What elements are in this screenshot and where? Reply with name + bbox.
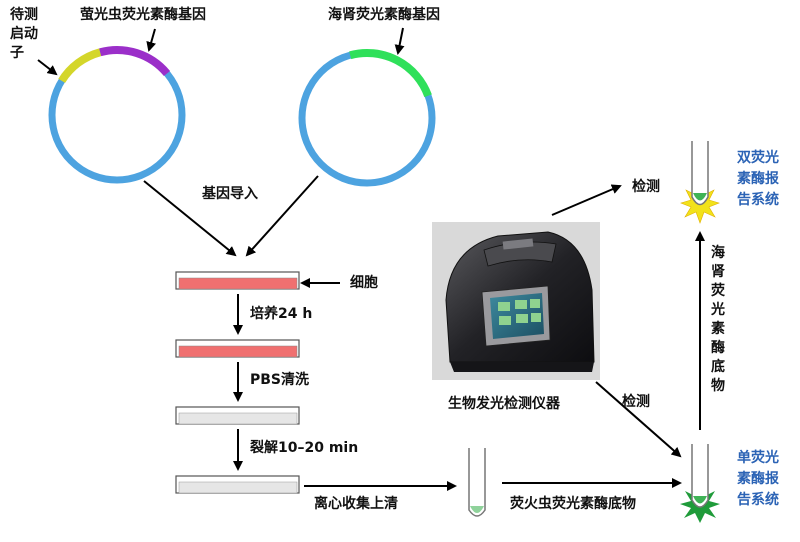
renilla-gene-label: 海肾荧光素酶基因: [328, 7, 440, 23]
wash-label: PBS清洗: [250, 372, 310, 388]
detect-dual-label: 检测: [632, 179, 660, 195]
renilla-gene-segment: [349, 49, 432, 98]
luminometer-instrument: [432, 222, 600, 380]
firefly-gene-segment: [99, 46, 171, 77]
pointer-renilla-gene: [394, 27, 405, 55]
centrifuge-label: 离心收集上清: [314, 496, 398, 512]
transfection-label: 基因导入: [202, 186, 258, 202]
plasmid-renilla: [298, 49, 436, 187]
lysis-label: 裂解10–20 min: [250, 440, 359, 456]
firefly-substrate-label: 荧火虫荧光素酶底物: [510, 496, 636, 512]
dish-cells-2: [175, 339, 300, 358]
dish-lysate: [175, 475, 300, 494]
single-system-label: 单荧光素酶报告系统: [737, 450, 779, 508]
renilla-substrate-label: 海肾荧光素酶底物: [711, 245, 725, 394]
arrow-detect-single: [595, 381, 682, 458]
arrow-plasmid2-to-cells: [245, 175, 319, 257]
pointer-promoter: [37, 59, 58, 76]
firefly-gene-label: 萤光虫荧光素酶基因: [80, 7, 206, 23]
tube-dual-reporter: [680, 141, 720, 224]
cells-label: 细胞: [350, 275, 378, 291]
pointer-firefly-gene: [146, 28, 157, 52]
dish-washed: [175, 406, 300, 425]
instrument-label: 生物发光检测仪器: [448, 396, 560, 412]
dish-cells-1: [175, 271, 300, 290]
tube-single-reporter: [680, 444, 720, 523]
promoter-segment: [58, 48, 102, 84]
arrow-plasmid1-to-cells: [143, 180, 237, 257]
plasmid-firefly: [48, 46, 186, 184]
detect-single-label: 检测: [622, 394, 650, 410]
tube-supernatant: [468, 448, 486, 517]
arrow-detect-dual: [551, 184, 622, 216]
culture-label: 培养24 h: [250, 306, 313, 322]
dual-system-label: 双荧光素酶报告系统: [737, 150, 779, 208]
promoter-label: 待测启动子: [10, 7, 38, 61]
